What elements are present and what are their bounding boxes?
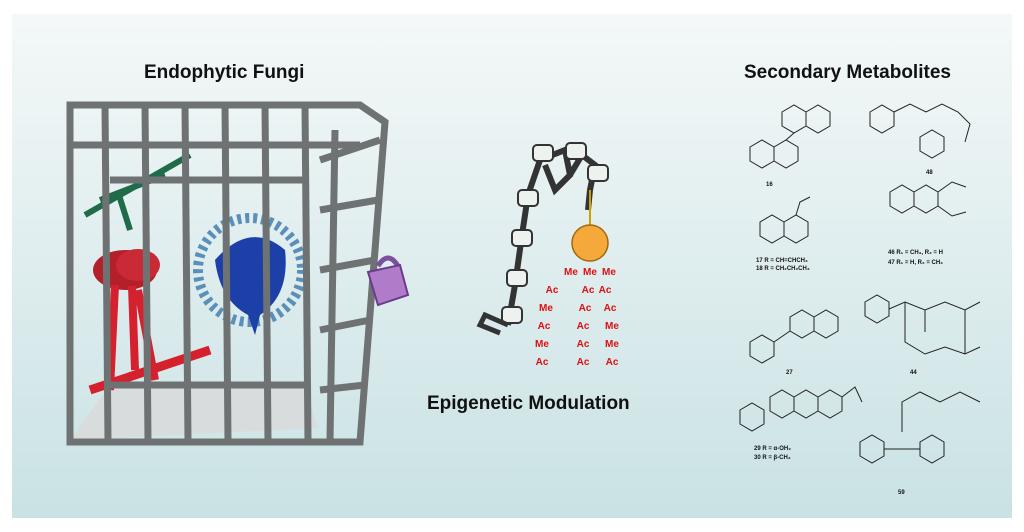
mark-me-2: Me xyxy=(583,267,597,278)
chain1-mark-3: Ac xyxy=(538,321,551,332)
padlock-icon xyxy=(366,255,410,307)
compound-29-label: 29 R = α-OH₂ xyxy=(754,446,791,452)
compound-48-label: 48 xyxy=(926,170,933,176)
compound-47-label: 47 R₁ = H, R₂ = CH₃ xyxy=(888,260,943,266)
title-epigenetic-modulation: Epigenetic Modulation xyxy=(427,393,630,414)
chain3-mark-3: Me xyxy=(605,321,619,332)
chain1-mark-2: Me xyxy=(539,303,553,314)
compound-30-label: 30 R = β-CH₃ xyxy=(754,455,791,461)
chain2-mark-1: Ac xyxy=(582,285,595,296)
metabolite-structures: 16 48 17 R = CH=CHCH₃ 18 R = CH₂CH₂CH₃ 4… xyxy=(739,103,981,496)
cage-floor xyxy=(70,385,318,440)
compound-44-label: 44 xyxy=(910,370,917,376)
compound-46-label: 46 R₁ = CH₃, R₂ = H xyxy=(888,250,943,256)
blue-fungus xyxy=(193,213,307,335)
compound-18-label: 18 R = CH₂CH₂CH₃ xyxy=(756,266,810,272)
fungi-cage-illustration xyxy=(66,101,410,446)
chain2-mark-4: Ac xyxy=(577,339,590,350)
chromatin-tail xyxy=(476,311,509,336)
chain3-mark-2: Ac xyxy=(604,303,617,314)
compound-17-label: 17 R = CH=CHCH₃ xyxy=(756,258,808,264)
green-hyphae xyxy=(83,152,192,231)
mark-me-1: Me xyxy=(564,267,578,278)
chain2-mark-3: Ac xyxy=(577,321,590,332)
chain2-mark-2: Ac xyxy=(579,303,592,314)
compound-27-label: 27 xyxy=(786,370,793,376)
nucleosomes xyxy=(501,142,609,324)
chain3-mark-5: Ac xyxy=(606,357,619,368)
chain1-mark-4: Me xyxy=(535,339,549,350)
chromatin-illustration: Me Me Me Ac Me Ac Me Ac Ac Ac Ac Ac Ac A… xyxy=(476,142,619,368)
compound-16-label: 16 xyxy=(766,182,773,188)
title-endophytic-fungi: Endophytic Fungi xyxy=(144,62,305,83)
chain1-mark-5: Ac xyxy=(536,357,549,368)
histone-core xyxy=(571,224,609,262)
chain3-mark-4: Me xyxy=(605,339,619,350)
title-secondary-metabolites: Secondary Metabolites xyxy=(744,62,951,83)
chain1-mark-1: Ac xyxy=(546,285,559,296)
compound-59-label: 59 xyxy=(898,490,905,496)
mark-me-3: Me xyxy=(602,267,616,278)
chain3-mark-1: Ac xyxy=(599,285,612,296)
chain2-mark-5: Ac xyxy=(577,357,590,368)
